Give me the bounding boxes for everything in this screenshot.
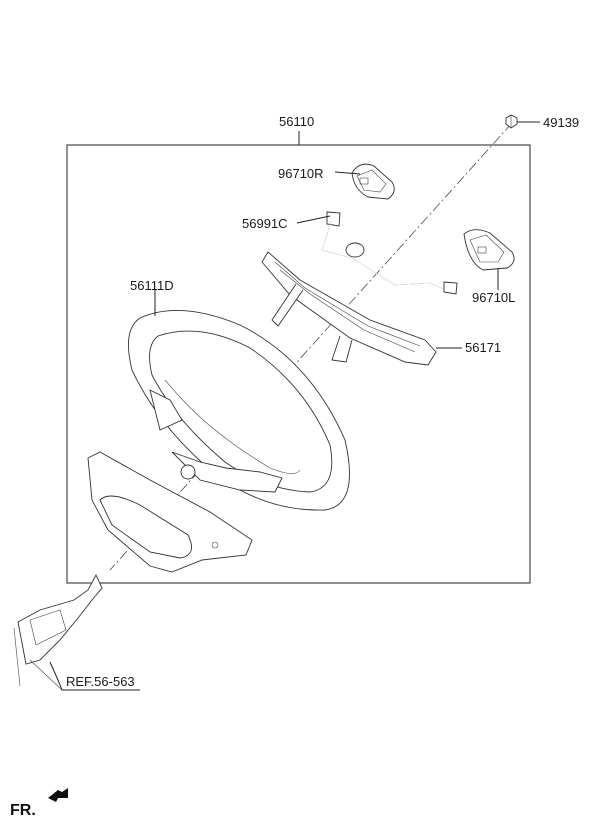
- wiring-part: [296, 211, 458, 295]
- label-front-marker: FR.: [10, 802, 36, 819]
- label-wheel-body: 56111D: [130, 278, 174, 293]
- front-arrow-icon: [48, 788, 68, 802]
- bracket-part: [261, 251, 462, 366]
- label-nut: 49139: [543, 115, 579, 130]
- label-assembly: 56110: [279, 114, 314, 129]
- label-wiring: 56991C: [242, 216, 288, 231]
- label-bracket: 56171: [465, 340, 501, 355]
- switch-right-part: [334, 163, 395, 200]
- nut-part: [505, 114, 540, 129]
- label-switch-left: 96710L: [472, 290, 515, 305]
- label-switch-right: 96710R: [278, 166, 324, 181]
- lower-cover-part: [87, 451, 253, 573]
- label-reference: REF.56-563: [66, 674, 135, 689]
- switch-left-part: [463, 229, 515, 290]
- steering-column-part: [13, 573, 140, 691]
- steering-wheel-part: [127, 290, 350, 511]
